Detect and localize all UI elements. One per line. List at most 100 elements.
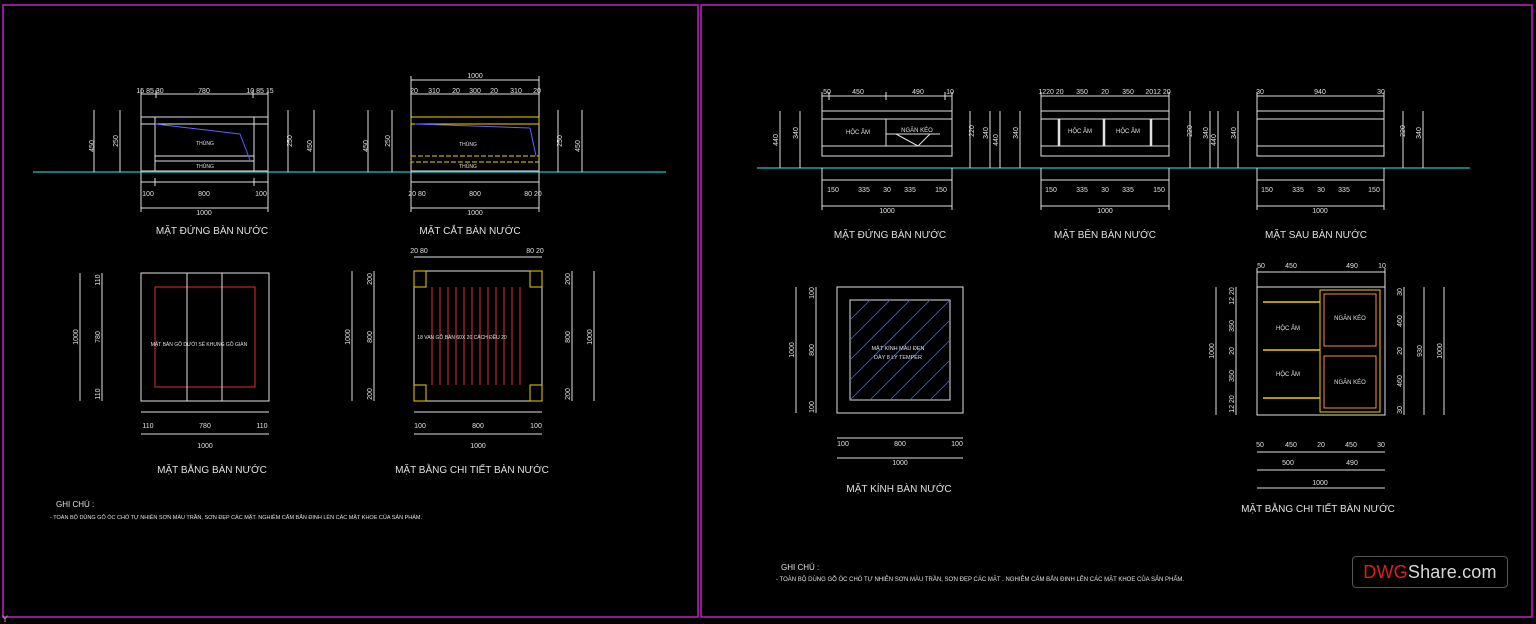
- dim-text: 200: [367, 273, 374, 285]
- dim-text: 450: [307, 140, 314, 152]
- dim-text: 30: [1397, 406, 1404, 414]
- dim-text: 350: [1229, 370, 1236, 382]
- dim-text: 780: [95, 331, 102, 343]
- dim-text: 100: [255, 191, 267, 198]
- dim-text: 335: [1292, 187, 1304, 194]
- side-elevation-drawing: [999, 92, 1211, 210]
- dim-text: 20: [410, 88, 418, 95]
- dim-text: 20: [452, 88, 460, 95]
- right-plan-detail-drawing: [1215, 268, 1445, 489]
- dim-text: 460: [1397, 315, 1404, 327]
- dim-text: 460: [1397, 375, 1404, 387]
- dim-text: 1000: [892, 460, 908, 467]
- plan-inner-label: MẶT BÀN GỖ DƯỚI SỂ KHUNG GỖ GIÀN: [151, 341, 248, 348]
- dim-text: 1000: [1312, 480, 1328, 487]
- ngan-keo-label: NGĂN KÉO: [1334, 315, 1366, 322]
- elevation-texts: 780 15 85 30 10 85 15 100 800 100 1000 4…: [89, 88, 314, 237]
- dim-text: 335: [904, 187, 916, 194]
- dim-text: 340: [1013, 127, 1020, 139]
- dim-text: 200: [565, 273, 572, 285]
- left-sheet-frame: [2, 4, 699, 618]
- dim-text: 30: [883, 187, 891, 194]
- dim-text: 800: [198, 191, 210, 198]
- dim-text: 250: [385, 135, 392, 147]
- dim-text: 100: [414, 423, 426, 430]
- thung-label: THÙNG: [459, 163, 477, 170]
- dim-text: 1000: [467, 210, 483, 217]
- dim-text: 340: [793, 127, 800, 139]
- dim-text: 100: [837, 441, 849, 448]
- dim-text: 450: [363, 140, 370, 152]
- detail-inner-label: 18 VAN GỖ BẢN 60X 20 CÁCH ĐỀU 20: [417, 334, 507, 341]
- hoc-am-label: HỘC ÂM: [1276, 325, 1300, 332]
- dim-text: 100: [142, 191, 154, 198]
- dim-text: 1000: [879, 208, 895, 215]
- dim-text: 30: [1256, 89, 1264, 96]
- dim-text: 200: [367, 388, 374, 400]
- glass-plan-title: MẶT KÍNH BÀN NƯỚC: [846, 482, 951, 495]
- glass-plan-drawing: [795, 286, 964, 459]
- dim-text: 930: [1417, 345, 1424, 357]
- dim-text: 220: [1187, 125, 1194, 137]
- dim-text: 12 20: [1229, 395, 1236, 413]
- dim-text: 150: [1261, 187, 1273, 194]
- dim-text: 2012 20: [1145, 89, 1170, 96]
- section-title: MẶT CẮT BÀN NƯỚC: [419, 224, 520, 237]
- dim-text: 15 85 30: [136, 88, 163, 95]
- dim-text: 30: [1101, 187, 1109, 194]
- dim-text: 1000: [467, 73, 483, 80]
- dim-text: 800: [809, 344, 816, 356]
- dim-text: 100: [530, 423, 542, 430]
- plan-title: MẶT BẰNG BÀN NƯỚC: [157, 463, 267, 476]
- notes-text: - TOÀN BỘ DÙNG GỖ ÓC CHÓ TỰ NHIÊN SƠN MÀ…: [50, 513, 422, 521]
- dim-text: 110: [256, 423, 267, 430]
- dim-text: 490: [912, 89, 924, 96]
- dim-text: 10 85 15: [246, 88, 273, 95]
- dim-text: 335: [858, 187, 870, 194]
- dim-text: 30: [1317, 187, 1325, 194]
- watermark-part2: Share.com: [1407, 561, 1497, 582]
- plan-texts: 1000 110 780 110 110 780 110 1000 MẶT BÀ…: [73, 274, 268, 476]
- side-elevation-title: MẶT BÊN BÀN NƯỚC: [1054, 228, 1156, 241]
- right-plan-detail-title: MẶT BẰNG CHI TIẾT BÀN NƯỚC: [1241, 502, 1395, 515]
- dim-text: 1000: [73, 329, 80, 345]
- dim-text: 50: [1257, 263, 1265, 270]
- dim-text: 800: [367, 331, 374, 343]
- dim-text: 300: [469, 88, 481, 95]
- notes-heading-right: GHI CHÚ :: [781, 563, 819, 572]
- side-elevation-texts: 1220 20 350 20 350 2012 20 150 335 30 33…: [993, 89, 1210, 241]
- ngan-keo-label: NGĂN KÉO: [1334, 379, 1366, 386]
- dim-text: 30: [1377, 442, 1385, 449]
- dim-text: 50: [823, 89, 831, 96]
- dim-text: 1000: [197, 443, 213, 450]
- dim-text: 440: [993, 134, 1000, 146]
- dim-text: 1000: [1209, 343, 1216, 359]
- dim-text: 20: [1317, 442, 1325, 449]
- plan-detail-drawing: [351, 256, 595, 435]
- dim-text: 780: [198, 88, 210, 95]
- dim-text: 450: [852, 89, 864, 96]
- dim-text: 20: [1397, 347, 1404, 355]
- dim-text: 340: [1416, 127, 1423, 139]
- front-elevation-texts: 50 450 490 10 150 335 30 335 150 1000 44…: [773, 89, 990, 241]
- dim-text: 20: [533, 88, 541, 95]
- right-sheet-frame: [700, 4, 1533, 618]
- glass-plan-texts: 1000 100 800 100 100 800 100 1000 MẶT KÍ…: [789, 287, 963, 495]
- dim-text: 80 20: [524, 191, 542, 198]
- plan-detail-texts: 20 80 80 20 1000 200 800 200 200 800 200…: [345, 248, 594, 476]
- glass-hatch: [849, 299, 951, 401]
- dim-text: 10: [1378, 263, 1386, 270]
- axis-marker: Y: [2, 614, 8, 624]
- dim-text: 800: [565, 331, 572, 343]
- glass-label-2: DÀY 8 LY TEMPER: [874, 354, 922, 361]
- dim-text: 150: [1153, 187, 1165, 194]
- dim-text: 1000: [470, 443, 486, 450]
- dim-text: 800: [469, 191, 481, 198]
- dim-text: 200: [565, 388, 572, 400]
- dim-text: 150: [1045, 187, 1057, 194]
- dim-text: 150: [827, 187, 839, 194]
- dim-text: 490: [1346, 263, 1358, 270]
- dim-text: 250: [557, 135, 564, 147]
- notes-heading: GHI CHÚ :: [56, 500, 94, 509]
